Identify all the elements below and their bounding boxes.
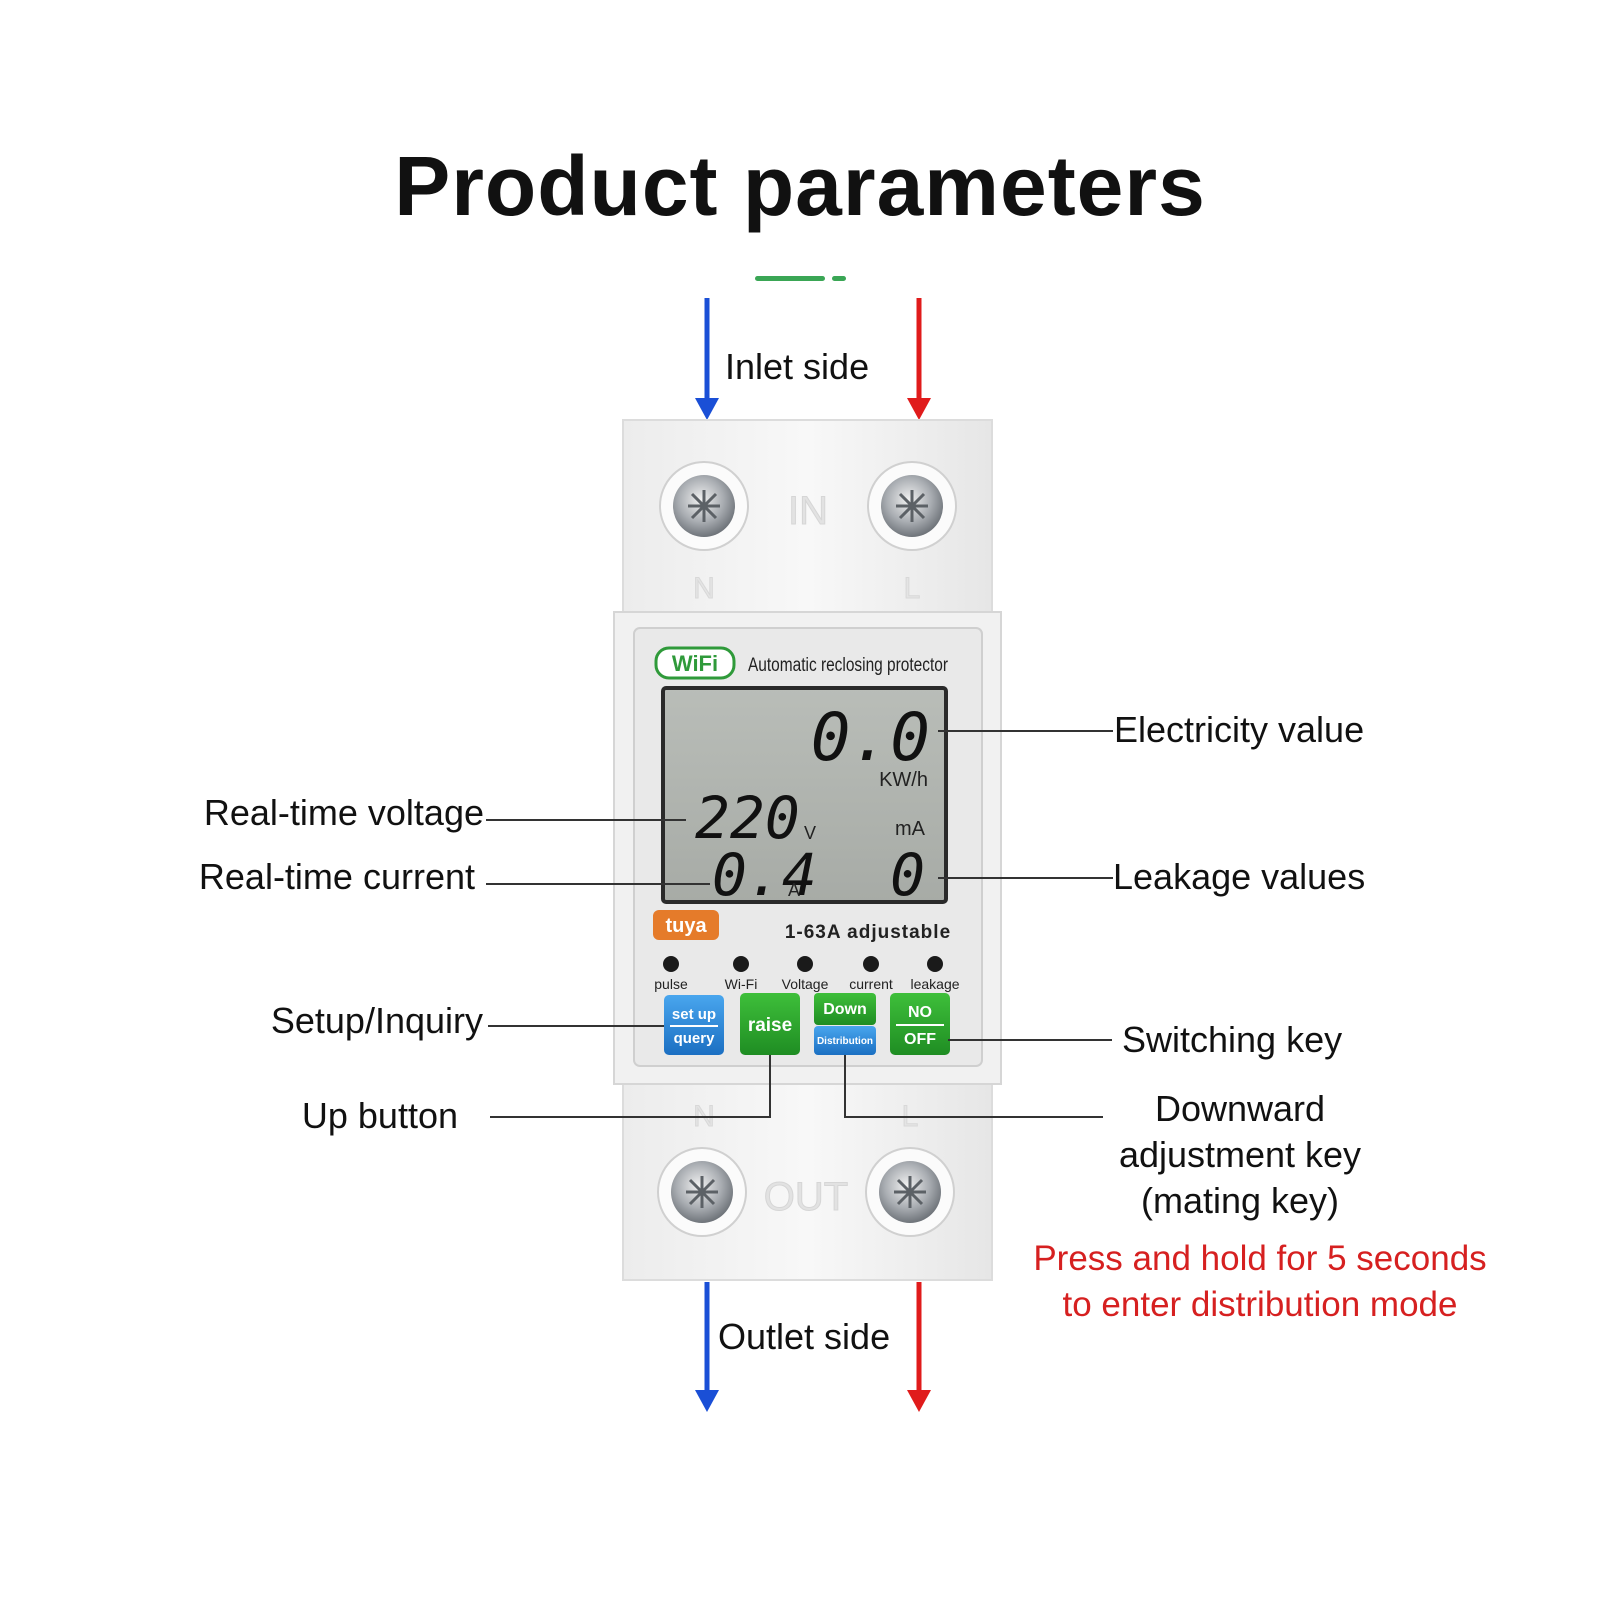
- lcd-leakage-unit: mA: [895, 818, 926, 840]
- callout-switching-key: Switching key: [1122, 1019, 1343, 1060]
- device-header-text: Automatic reclosing protector: [748, 655, 949, 676]
- terminal-screw-bottom-l: [865, 1147, 955, 1237]
- inlet-neutral-arrow: [695, 298, 719, 420]
- callout-leakage-values: Leakage values: [1113, 856, 1366, 897]
- lcd-voltage-unit: V: [804, 823, 816, 843]
- top-live-mark: L: [904, 572, 921, 605]
- distribution-button-label: Distribution: [817, 1036, 873, 1047]
- callout-real-time-current: Real-time current: [198, 856, 475, 897]
- indicator-leds: pulse Wi-Fi Voltage current leakage: [654, 956, 960, 992]
- terminal-out-label: OUT: [764, 1175, 848, 1219]
- indicator-label: pulse: [654, 976, 688, 992]
- on-off-button[interactable]: NO OFF: [890, 993, 950, 1055]
- indicator-label: Wi-Fi: [725, 976, 758, 992]
- note-line2: to enter distribution mode: [1062, 1285, 1458, 1324]
- indicator-led-pulse: [663, 956, 679, 972]
- callout-downward-line3: (mating key): [1140, 1180, 1340, 1221]
- indicator-label: current: [849, 976, 893, 992]
- terminal-screw-top-n: [659, 461, 749, 551]
- title-underline-dash: [755, 276, 825, 281]
- terminal-screw-bottom-n: [657, 1147, 747, 1237]
- indicator-led-wifi: [733, 956, 749, 972]
- callout-downward-line2: adjustment key: [1118, 1134, 1362, 1175]
- inlet-live-arrow: [907, 298, 931, 420]
- callout-electricity-value: Electricity value: [1114, 709, 1365, 750]
- setup-query-button[interactable]: set up query: [664, 995, 724, 1055]
- callout-leader-lines: [486, 730, 1113, 1118]
- indicator-led-voltage: [797, 956, 813, 972]
- terminal-screw-top-l: [867, 461, 957, 551]
- indicator-label: Voltage: [782, 976, 829, 992]
- lcd-current-value: 0.4: [712, 841, 817, 909]
- terminal-in-label: IN: [788, 489, 828, 533]
- down-button-label: Down: [823, 1001, 867, 1018]
- callout-downward-line1: Downward: [1154, 1088, 1326, 1129]
- tuya-badge: tuya: [665, 915, 707, 937]
- tuya-badge-frame: [653, 910, 719, 940]
- wifi-badge: WiFi: [672, 651, 718, 676]
- indicator-label: leakage: [910, 976, 959, 992]
- setup-button-label: set up: [672, 1006, 716, 1023]
- wifi-badge-frame: [654, 646, 736, 680]
- indicator-led-leakage: [927, 956, 943, 972]
- top-neutral-mark: N: [693, 572, 715, 605]
- raise-button-label: raise: [748, 1015, 792, 1036]
- note-line1: Press and hold for 5 seconds: [1033, 1239, 1487, 1278]
- callout-setup-inquiry: Setup/Inquiry: [270, 1000, 483, 1041]
- distribution-mode-note: Press and hold for 5 seconds to enter di…: [1000, 1236, 1520, 1328]
- callout-downward-key: Downward adjustment key (mating key): [1060, 1086, 1420, 1224]
- raise-button[interactable]: raise: [740, 993, 800, 1055]
- rating-text: 1-63A adjustable: [785, 922, 951, 943]
- title-underline-dot: [832, 276, 846, 281]
- outlet-live-arrow: [907, 1282, 931, 1412]
- outlet-neutral-arrow: [695, 1282, 719, 1412]
- inlet-side-label: Inlet side: [725, 346, 870, 387]
- leader-up-button: [490, 1055, 771, 1118]
- lcd-energy-unit: KW/h: [879, 769, 928, 791]
- callout-up-button: Up button: [301, 1095, 458, 1136]
- lcd-energy-value: 0.0: [811, 699, 930, 776]
- outlet-side-label: Outlet side: [718, 1316, 891, 1357]
- indicator-led-current: [863, 956, 879, 972]
- lcd-screen: [661, 686, 948, 904]
- page-title: Product parameters: [394, 139, 1206, 233]
- callout-real-time-voltage: Real-time voltage: [203, 792, 484, 833]
- off-button-label: OFF: [904, 1031, 936, 1048]
- query-button-label: query: [674, 1030, 716, 1047]
- leader-down-key: [844, 1055, 1103, 1118]
- down-button[interactable]: Down Distribution: [814, 993, 876, 1055]
- lcd-leakage-value: 0: [890, 841, 925, 909]
- lcd-voltage-value: 220: [695, 784, 800, 852]
- lcd-current-unit: A: [788, 880, 800, 900]
- on-button-label: NO: [908, 1004, 932, 1021]
